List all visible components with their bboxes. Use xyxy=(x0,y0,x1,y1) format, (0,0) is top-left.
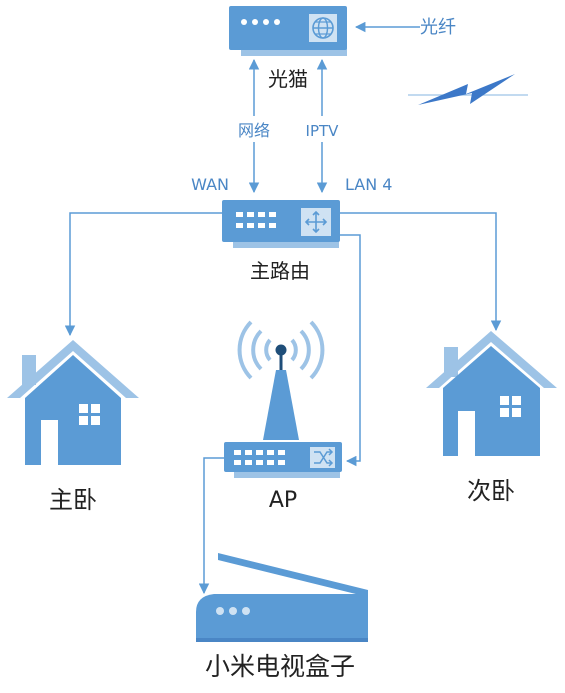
modem-device: 光猫 xyxy=(229,6,347,91)
shuffle-icon xyxy=(310,447,335,468)
iptv-link-label: IPTV xyxy=(306,122,340,140)
ap-device: AP xyxy=(224,320,342,513)
globe-icon xyxy=(309,14,337,42)
second-bedroom-label: 次卧 xyxy=(467,477,515,505)
modem-label: 光猫 xyxy=(268,67,308,91)
fiber-link: 光纤 xyxy=(354,17,528,105)
ap-tvbox-link xyxy=(198,457,224,595)
lightning-icon xyxy=(418,74,515,105)
main-router-device: 主路由 xyxy=(222,200,340,283)
tv-box-device: 小米电视盒子 xyxy=(196,553,368,681)
wan-port-label: WAN xyxy=(191,175,229,194)
ap-label: AP xyxy=(269,488,297,513)
fiber-label: 光纤 xyxy=(420,17,456,38)
master-bedroom-house: 主卧 xyxy=(7,340,139,514)
lan-port-label: LAN 4 xyxy=(345,175,392,194)
router-distribution-links xyxy=(64,212,502,467)
second-bedroom-house: 次卧 xyxy=(426,331,557,505)
wifi-signal-icon xyxy=(237,320,325,380)
master-bedroom-label: 主卧 xyxy=(49,486,97,514)
modem-router-links: 网络 IPTV WAN LAN 4 xyxy=(191,58,392,194)
network-link-label: 网络 xyxy=(238,121,270,140)
network-arrows-icon xyxy=(301,208,331,236)
router-label: 主路由 xyxy=(250,259,310,283)
tv-box-label: 小米电视盒子 xyxy=(205,652,355,681)
